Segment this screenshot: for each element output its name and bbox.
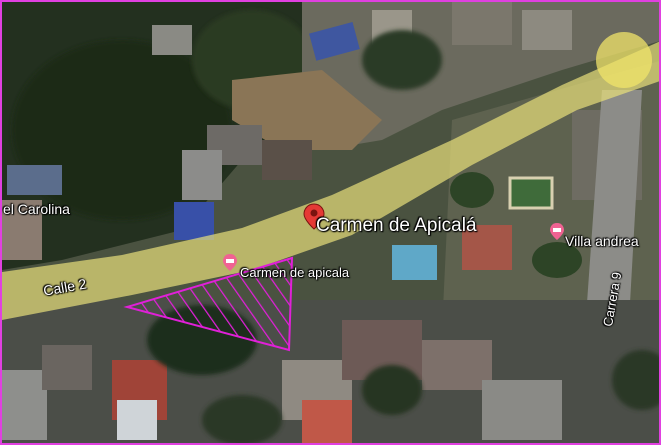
hatched-area [123, 256, 294, 352]
place-label-carolina[interactable]: el Carolina [3, 201, 70, 217]
hotel-bed-icon [550, 223, 564, 240]
map-pin-icon [303, 203, 325, 230]
place-label-secondary[interactable]: Carmen de apicala [240, 265, 350, 280]
road-highlight [2, 41, 659, 320]
place-label-villa[interactable]: Villa andrea [565, 233, 639, 249]
place-label-main[interactable]: Carmen de Apicalá [316, 215, 477, 236]
hotel-bed-icon [223, 254, 237, 271]
